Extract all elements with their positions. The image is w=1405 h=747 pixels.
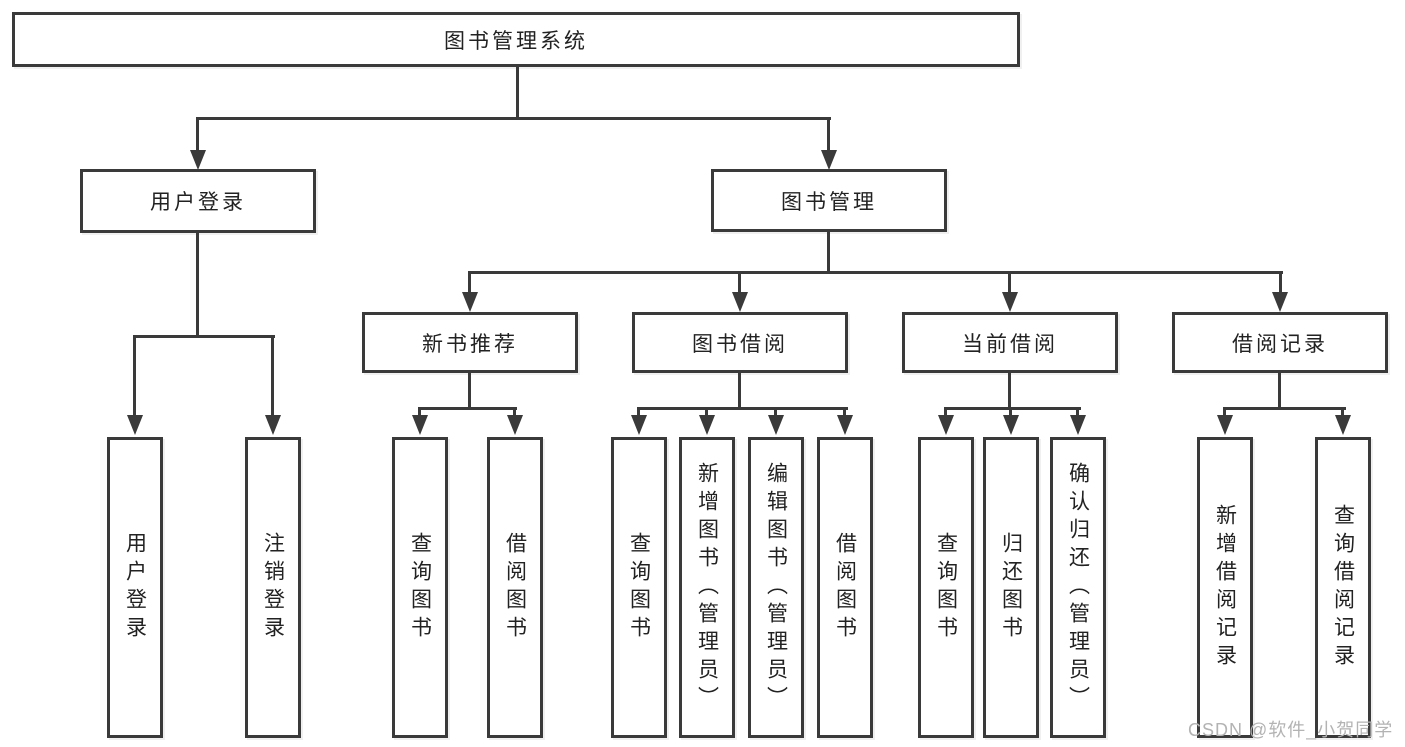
node-current-borrow: 当前借阅 [902,312,1118,373]
arrow-down-icon [768,415,784,435]
arrow-down-icon [699,415,715,435]
arrow-down-icon [837,415,853,435]
node-borrow-record: 借阅记录 [1172,312,1388,373]
leaf-br-query-record-label: 查询借阅记录 [1331,503,1355,672]
leaf-bb-borrow-book: 借阅图书 [817,437,873,738]
connector-bb-drop [738,373,741,410]
arrow-down-icon [507,415,523,435]
connector-login-drop [196,233,199,338]
arrow-down-icon [1002,292,1018,312]
leaf-br-add-record: 新增借阅记录 [1197,437,1253,738]
leaf-bb-borrow-book-label: 借阅图书 [833,531,857,644]
leaf-logout: 注销登录 [245,437,301,738]
node-book-mgmt-label: 图书管理 [781,190,877,214]
leaf-bb-add-book-label: 新增图书（管理员） [695,461,719,714]
connector-to-user-login [133,335,136,415]
node-root-label: 图书管理系统 [444,29,588,53]
connector-br-l1 [1223,407,1226,417]
leaf-rec-borrow-book: 借阅图书 [487,437,543,738]
connector-rec-drop [468,373,471,410]
connector-bb-l1 [637,407,640,417]
arrow-down-icon [938,415,954,435]
connector-rec-l2 [513,407,516,417]
arrow-down-icon [1070,415,1086,435]
node-new-book-rec: 新书推荐 [362,312,578,373]
node-current-borrow-label: 当前借阅 [962,332,1058,356]
node-book-borrow-label: 图书借阅 [692,332,788,356]
connector-to-borrow-record [1279,271,1282,293]
connector-to-current-borrow [1008,271,1011,293]
node-new-book-rec-label: 新书推荐 [422,332,518,356]
leaf-bb-edit-book-label: 编辑图书（管理员） [764,461,788,714]
leaf-rec-borrow-book-label: 借阅图书 [503,531,527,644]
node-login-label: 用户登录 [150,191,246,214]
leaf-cb-confirm-return: 确认归还（管理员） [1050,437,1106,738]
leaf-cb-confirm-return-label: 确认归还（管理员） [1066,461,1090,714]
leaf-user-login-label: 用户登录 [123,531,147,644]
connector-root-split [197,117,831,120]
arrow-down-icon [265,415,281,435]
arrow-down-icon [821,150,837,170]
arrow-down-icon [732,292,748,312]
leaf-cb-return-book: 归还图书 [983,437,1039,738]
arrow-down-icon [127,415,143,435]
arrow-down-icon [412,415,428,435]
leaf-bb-query-book-label: 查询图书 [627,531,651,644]
connector-bb-l4 [843,407,846,417]
leaf-bb-query-book: 查询图书 [611,437,667,738]
arrow-down-icon [462,292,478,312]
connector-cb-l1 [944,407,947,417]
connector-rec-l1 [418,407,421,417]
leaf-cb-return-book-label: 归还图书 [999,531,1023,644]
connector-root-drop [516,67,519,118]
connector-br-l2 [1341,407,1344,417]
arrow-down-icon [1003,415,1019,435]
leaf-cb-query-book-label: 查询图书 [934,531,958,644]
connector-login-split [134,335,275,338]
node-book-borrow: 图书借阅 [632,312,848,373]
connector-cb-l3 [1076,407,1079,417]
node-login: 用户登录 [80,169,316,233]
connector-cb-drop [1008,373,1011,410]
node-borrow-record-label: 借阅记录 [1232,332,1328,356]
arrow-down-icon [1335,415,1351,435]
connector-to-book-mgmt [827,117,830,151]
leaf-bb-edit-book: 编辑图书（管理员） [748,437,804,738]
connector-book-mgmt-split [469,271,1283,274]
connector-cb-split [944,407,1081,410]
connector-cb-l2 [1009,407,1012,417]
node-root: 图书管理系统 [12,12,1020,67]
connector-rec-split [418,407,517,410]
csdn-watermark: CSDN @软件_小贺同学 [1188,720,1394,740]
connector-to-login [196,117,199,151]
connector-br-drop [1278,373,1281,410]
connector-to-logout [271,335,274,415]
leaf-rec-query-book-label: 查询图书 [408,531,432,644]
connector-bb-l3 [774,407,777,417]
connector-bb-split [637,407,848,410]
arrow-down-icon [1272,292,1288,312]
leaf-rec-query-book: 查询图书 [392,437,448,738]
connector-book-mgmt-drop [827,232,830,274]
connector-to-book-borrow [738,271,741,293]
leaf-cb-query-book: 查询图书 [918,437,974,738]
connector-bb-l2 [705,407,708,417]
leaf-br-add-record-label: 新增借阅记录 [1213,503,1237,672]
leaf-bb-add-book: 新增图书（管理员） [679,437,735,738]
connector-to-new-book-rec [468,271,471,293]
leaf-user-login: 用户登录 [107,437,163,738]
node-book-mgmt: 图书管理 [711,169,947,232]
leaf-logout-label: 注销登录 [261,531,285,644]
arrow-down-icon [1217,415,1233,435]
arrow-down-icon [631,415,647,435]
connector-br-split [1223,407,1346,410]
leaf-br-query-record: 查询借阅记录 [1315,437,1371,738]
arrow-down-icon [190,150,206,170]
